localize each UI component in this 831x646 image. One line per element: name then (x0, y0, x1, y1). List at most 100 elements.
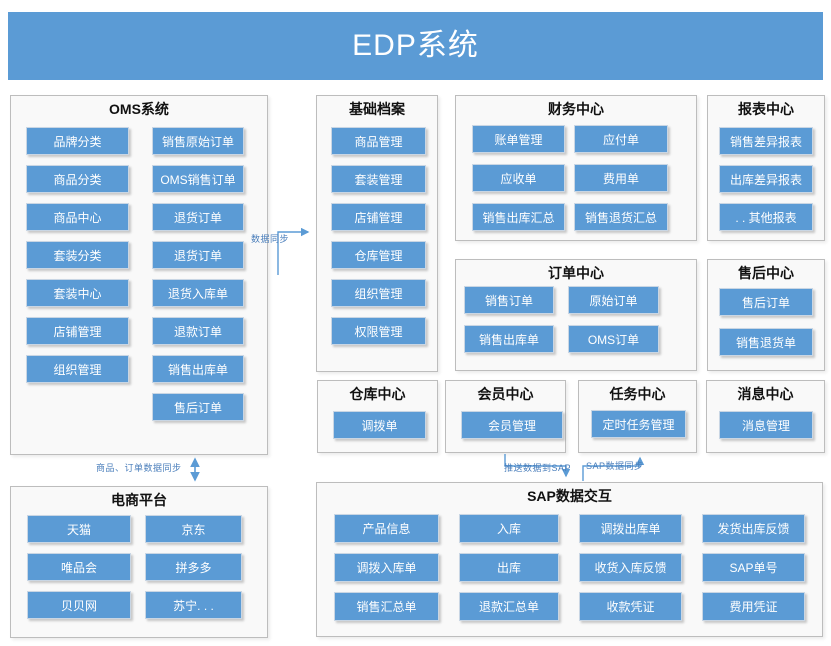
panel-report-center: 报表中心 销售差异报表出库差异报表 . . 其他报表 (707, 95, 825, 241)
task-list: 定时任务管理 (579, 403, 686, 438)
panel-title-sap: SAP数据交互 (527, 488, 612, 504)
module-button[interactable]: 商品分类 (26, 165, 129, 193)
module-button[interactable]: 费用凭证 (702, 592, 805, 621)
module-button[interactable]: 销售出库汇总 (472, 203, 565, 231)
oms-left-column: 品牌分类商品分类商品中心套装分类套装中心店铺管理组织管理 (26, 127, 129, 431)
panel-title-message: 消息中心 (737, 386, 794, 402)
label-sap-data-sync: SAP数据同步 (586, 461, 644, 471)
module-button[interactable]: 产品信息 (334, 514, 439, 543)
module-button[interactable]: 定时任务管理 (591, 410, 686, 438)
label-product-order-sync: 商品、订单数据同步 (96, 463, 182, 473)
panel-basic-archives: 基础档案 商品管理套装管理店铺管理仓库管理组织管理权限管理 (316, 95, 438, 372)
panel-warehouse-center: 仓库中心 调拨单 (317, 380, 438, 453)
module-button[interactable]: 发货出库反馈 (702, 514, 805, 543)
module-button[interactable]: OMS订单 (568, 325, 659, 353)
module-button[interactable]: 销售差异报表 (719, 127, 813, 155)
panel-title-report: 报表中心 (738, 101, 794, 117)
basic-list: 商品管理套装管理店铺管理仓库管理组织管理权限管理 (317, 118, 426, 345)
module-button[interactable]: 组织管理 (26, 355, 129, 383)
module-button[interactable]: SAP单号 (702, 553, 805, 582)
oms-columns: 品牌分类商品分类商品中心套装分类套装中心店铺管理组织管理 销售原始订单 OMS销售… (11, 118, 267, 431)
panel-title-order: 订单中心 (548, 265, 604, 281)
module-button[interactable]: 套装中心 (26, 279, 129, 307)
module-button[interactable]: 退款订单 (152, 317, 244, 345)
panel-oms-system: OMS系统 品牌分类商品分类商品中心套装分类套装中心店铺管理组织管理 销售原始订… (10, 95, 268, 455)
module-button[interactable]: 店铺管理 (331, 203, 426, 231)
module-button[interactable]: 退货订单 (152, 241, 244, 269)
panel-title-task: 任务中心 (609, 386, 666, 402)
module-button[interactable]: 店铺管理 (26, 317, 129, 345)
module-button[interactable]: 出库 (459, 553, 559, 582)
module-button[interactable]: 收货入库反馈 (579, 553, 682, 582)
module-button[interactable]: 账单管理 (472, 125, 565, 153)
order-grid: 销售订单原始订单销售出库单 OMS订单 (456, 282, 696, 353)
module-button[interactable]: 销售原始订单 (152, 127, 244, 155)
panel-member-center: 会员中心 会员管理 (445, 380, 566, 453)
module-button[interactable]: 销售订单 (464, 286, 554, 314)
arrow-member-to-sap (504, 454, 571, 478)
module-button[interactable]: 套装管理 (331, 165, 426, 193)
module-button[interactable]: 售后订单 (152, 393, 244, 421)
sap-grid: 产品信息入库调拨出库单发货出库反馈调拨入库单出库收货入库反馈 SAP单号销售汇总单… (317, 505, 822, 621)
module-button[interactable]: 销售出库单 (464, 325, 554, 353)
module-button[interactable]: 销售退货汇总 (574, 203, 668, 231)
module-button[interactable]: 应收单 (472, 164, 565, 192)
panel-order-center: 订单中心 销售订单原始订单销售出库单 OMS订单 (455, 259, 697, 371)
module-button[interactable]: 退货订单 (152, 203, 244, 231)
module-button[interactable]: 入库 (459, 514, 559, 543)
module-button[interactable]: 苏宁. . . (145, 591, 242, 619)
module-button[interactable]: 退货入库单 (152, 279, 244, 307)
module-button[interactable]: 仓库管理 (331, 241, 426, 269)
module-button[interactable]: 销售出库单 (152, 355, 244, 383)
finance-grid: 账单管理应付单应收单费用单销售出库汇总销售退货汇总 (456, 118, 696, 231)
module-button[interactable]: 权限管理 (331, 317, 426, 345)
panel-title-aftersale: 售后中心 (738, 265, 794, 281)
module-button[interactable]: 售后订单 (719, 288, 813, 316)
panel-title-basic: 基础档案 (349, 101, 405, 117)
module-button[interactable]: 套装分类 (26, 241, 129, 269)
module-button[interactable]: 拼多多 (145, 553, 242, 581)
panel-aftersale-center: 售后中心 售后订单销售退货单 (707, 259, 825, 371)
arrow-oms-to-basic (277, 227, 310, 275)
label-push-data-to-sap: 推送数据到SAP (504, 463, 572, 473)
aftersale-list: 售后订单销售退货单 (708, 282, 813, 356)
module-button[interactable]: 销售汇总单 (334, 592, 439, 621)
panel-task-center: 任务中心 定时任务管理 (578, 380, 697, 453)
module-button[interactable]: 消息管理 (719, 411, 813, 439)
module-button[interactable]: OMS销售订单 (152, 165, 244, 193)
panel-title-oms: OMS系统 (109, 101, 169, 117)
module-button[interactable]: 收款凭证 (579, 592, 682, 621)
panel-title-ecommerce: 电商平台 (111, 492, 167, 508)
page-title: EDP系统 (8, 12, 823, 80)
module-button[interactable]: 商品管理 (331, 127, 426, 155)
module-button[interactable]: 出库差异报表 (719, 165, 813, 193)
module-button[interactable]: 唯品会 (27, 553, 131, 581)
module-button[interactable]: 调拨出库单 (579, 514, 682, 543)
report-list: 销售差异报表出库差异报表 . . 其他报表 (708, 118, 813, 231)
module-button[interactable]: 京东 (145, 515, 242, 543)
module-button[interactable]: 会员管理 (461, 411, 563, 439)
module-button[interactable]: 品牌分类 (26, 127, 129, 155)
member-list: 会员管理 (446, 403, 563, 439)
module-button[interactable]: 应付单 (574, 125, 668, 153)
warehouse-list: 调拨单 (318, 403, 426, 439)
arrow-sap-to-task (582, 456, 645, 481)
module-button[interactable]: 销售退货单 (719, 328, 813, 356)
panel-ecommerce-platform: 电商平台 天猫京东唯品会拼多多贝贝网苏宁. . . (10, 486, 268, 638)
module-button[interactable]: 费用单 (574, 164, 668, 192)
module-button[interactable]: 商品中心 (26, 203, 129, 231)
module-button[interactable]: 调拨入库单 (334, 553, 439, 582)
panel-message-center: 消息中心 消息管理 (706, 380, 825, 453)
module-button[interactable]: 组织管理 (331, 279, 426, 307)
ecommerce-grid: 天猫京东唯品会拼多多贝贝网苏宁. . . (11, 509, 267, 619)
panel-title-finance: 财务中心 (548, 101, 604, 117)
module-button[interactable]: 原始订单 (568, 286, 659, 314)
message-list: 消息管理 (707, 403, 813, 439)
module-button[interactable]: 贝贝网 (27, 591, 131, 619)
module-button[interactable]: 退款汇总单 (459, 592, 559, 621)
module-button[interactable]: 调拨单 (333, 411, 426, 439)
panel-title-member: 会员中心 (477, 386, 534, 402)
panel-sap-data-exchange: SAP数据交互 产品信息入库调拨出库单发货出库反馈调拨入库单出库收货入库反馈 SA… (316, 482, 823, 637)
module-button[interactable]: . . 其他报表 (719, 203, 813, 231)
module-button[interactable]: 天猫 (27, 515, 131, 543)
